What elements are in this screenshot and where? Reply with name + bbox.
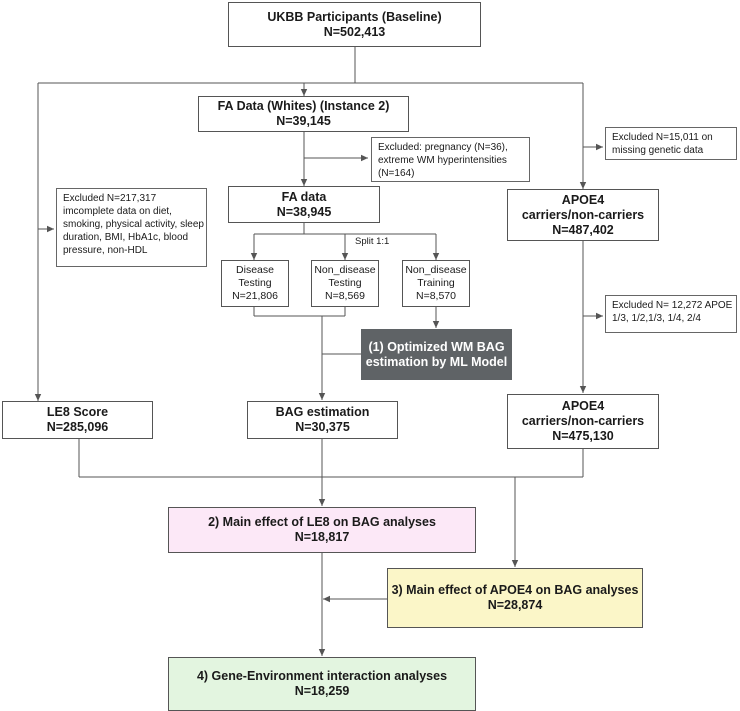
le8-score-box: LE8 Score N=285,096: [2, 401, 153, 439]
nondisease-training-l2: Training: [417, 277, 455, 289]
apoe4-bottom-title1: APOE4: [561, 399, 605, 413]
analysis2-title: 2) Main effect of LE8 on BAG analyses: [208, 515, 436, 529]
baseline-count: N=502,413: [323, 24, 386, 39]
nondisease-testing-box: Non_disease Testing N=8,569: [311, 260, 379, 307]
fa-instance-title: FA Data (Whites) (Instance 2): [217, 99, 390, 113]
apoe4-top-title1: APOE4: [561, 192, 605, 207]
analysis2-count: N=18,817: [294, 530, 350, 544]
excluded-apoe-note: Excluded N= 12,272 APOE 1/3, 1/2,1/3, 1/…: [605, 295, 737, 333]
analysis4-title: 4) Gene-Environment interaction analyses: [196, 669, 448, 683]
excluded-lifestyle-note: Excluded N=217,317 imcomplete data on di…: [56, 188, 207, 267]
excluded-genetic-note: Excluded N=15,011 on missing genetic dat…: [605, 127, 737, 160]
fa-data-count: N=38,945: [276, 204, 332, 219]
apoe4-bottom-title2: carriers/non-carriers: [521, 414, 645, 428]
fa-data-box: FA data N=38,945: [228, 186, 380, 223]
bag-estimation-count: N=30,375: [295, 420, 350, 434]
split-label: Split 1:1: [355, 236, 390, 247]
le8-title: LE8 Score: [46, 405, 109, 419]
baseline-title: UKBB Participants (Baseline): [267, 9, 442, 24]
bag-estimation-title: BAG estimation: [275, 405, 370, 419]
nondisease-training-count: N=8,570: [416, 290, 456, 302]
analysis3-box: 3) Main effect of APOE4 on BAG analyses …: [387, 568, 643, 628]
nondisease-testing-l2: Testing: [328, 277, 362, 289]
disease-testing-box: Disease Testing N=21,806: [221, 260, 289, 307]
ml-model-l1: (1) Optimized WM BAG: [368, 339, 505, 354]
analysis2-box: 2) Main effect of LE8 on BAG analyses N=…: [168, 507, 476, 553]
apoe4-bottom-box: APOE4 carriers/non-carriers N=475,130: [507, 394, 659, 449]
excluded-pregnancy-note: Excluded: pregnancy (N=36), extreme WM h…: [371, 137, 530, 182]
ml-model-box: (1) Optimized WM BAG estimation by ML Mo…: [361, 329, 512, 380]
fa-data-title: FA data: [281, 189, 327, 204]
apoe4-top-title2: carriers/non-carriers: [521, 207, 645, 222]
le8-count: N=285,096: [46, 420, 109, 434]
fa-data-instance-box: FA Data (Whites) (Instance 2) N=39,145: [198, 96, 409, 132]
apoe4-bottom-count: N=475,130: [552, 429, 614, 443]
nondisease-training-l1: Non_disease: [405, 264, 467, 276]
disease-testing-count: N=21,806: [232, 290, 278, 302]
analysis3-title: 3) Main effect of APOE4 on BAG analyses: [391, 583, 639, 597]
analysis3-count: N=28,874: [487, 598, 543, 612]
baseline-box: UKBB Participants (Baseline) N=502,413: [228, 2, 481, 47]
disease-testing-l2: Testing: [238, 277, 272, 289]
nondisease-testing-l1: Non_disease: [314, 264, 376, 276]
nondisease-training-box: Non_disease Training N=8,570: [402, 260, 470, 307]
analysis4-box: 4) Gene-Environment interaction analyses…: [168, 657, 476, 711]
apoe4-top-box: APOE4 carriers/non-carriers N=487,402: [507, 189, 659, 241]
nondisease-testing-count: N=8,569: [325, 290, 365, 302]
bag-estimation-box: BAG estimation N=30,375: [247, 401, 398, 439]
fa-instance-count: N=39,145: [276, 114, 331, 128]
apoe4-top-count: N=487,402: [552, 222, 614, 237]
analysis4-count: N=18,259: [294, 684, 350, 698]
disease-testing-l1: Disease: [236, 264, 274, 276]
ml-model-l2: estimation by ML Model: [365, 354, 508, 369]
